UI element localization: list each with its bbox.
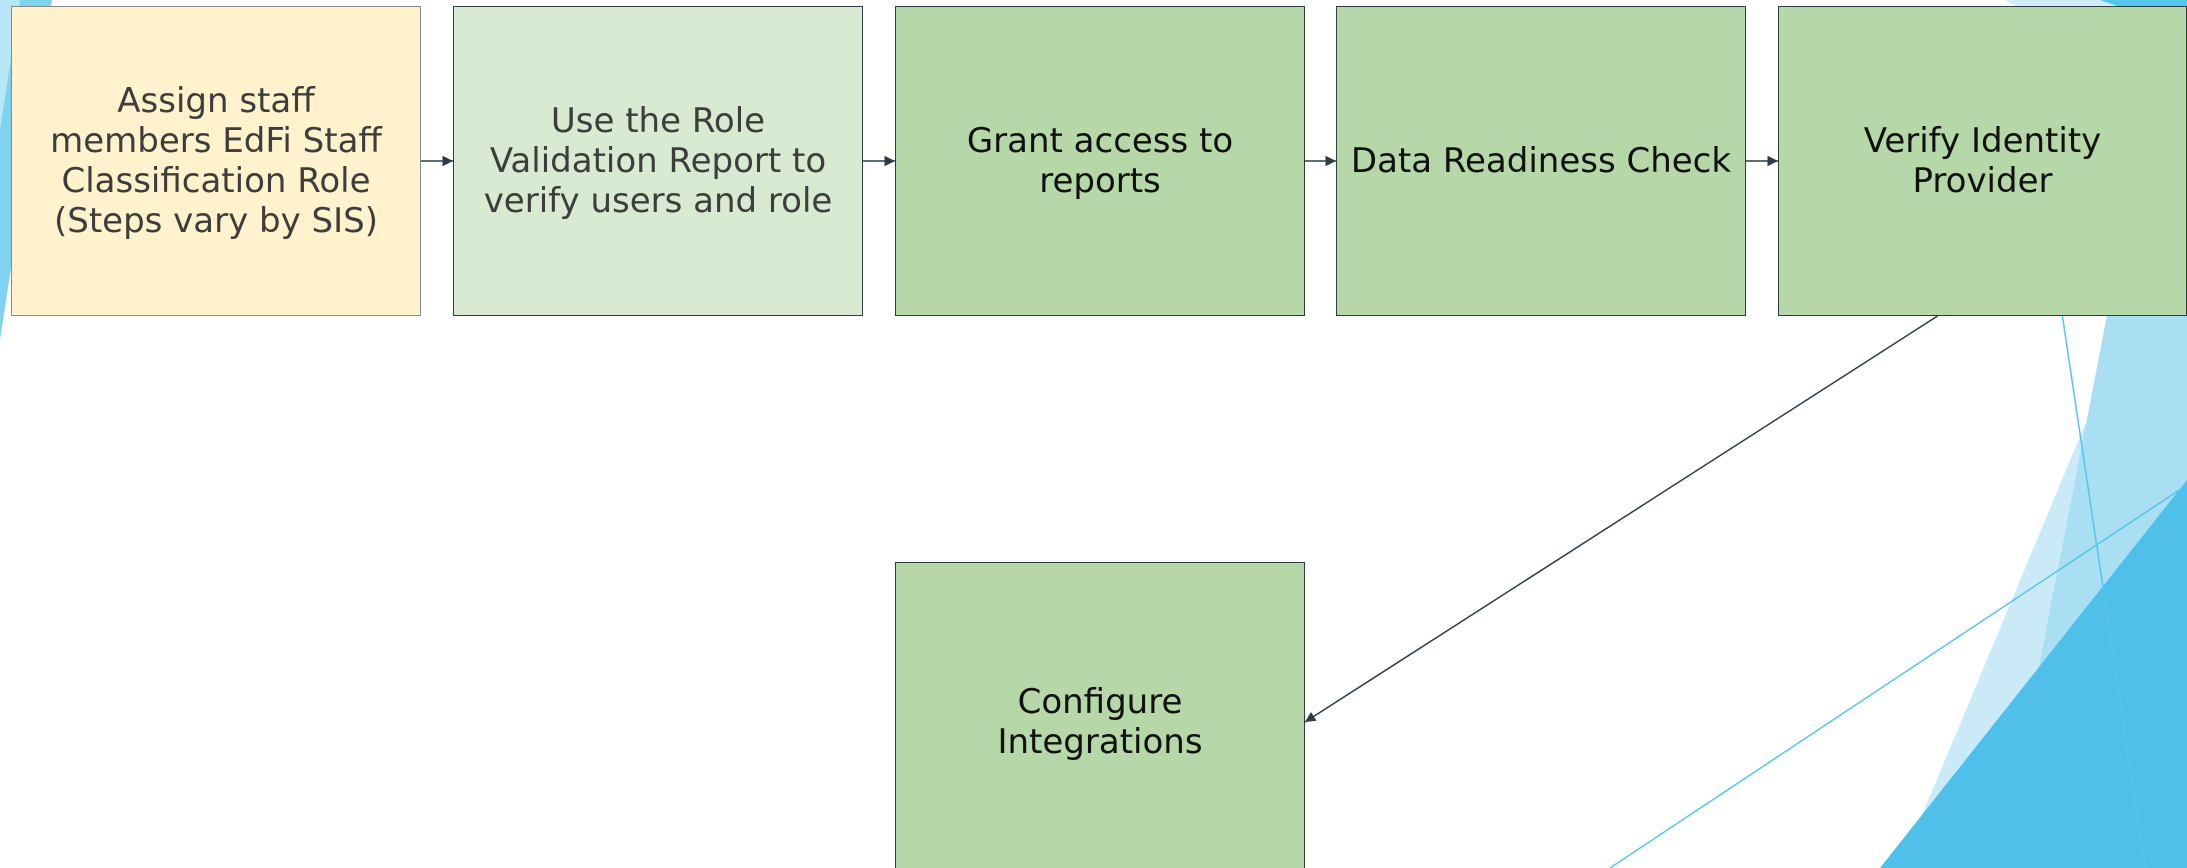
diagonal-accent-line [1609, 484, 2187, 868]
step-data-readiness: Data Readiness Check [1336, 6, 1746, 316]
step-label: Grant access to reports [966, 121, 1234, 201]
step-role-validation-report: Use the Role Validation Report to verify… [453, 6, 863, 316]
step-configure-integrations: Configure Integrations [895, 562, 1305, 868]
step-assign-staff-roles: Assign staff members EdFi Staff Classifi… [11, 6, 421, 316]
step-label: Verify Identity Provider [1863, 121, 2102, 201]
step-grant-access: Grant access to reports [895, 6, 1305, 316]
connector-verify-identity-provider-to-configure-integrations [1304, 315, 1938, 723]
step-label: Assign staff members EdFi Staff Classifi… [50, 81, 382, 241]
step-verify-identity-provider: Verify Identity Provider [1778, 6, 2187, 316]
vertical-accent-line [2059, 299, 2146, 868]
step-label: Configure Integrations [997, 682, 1203, 762]
right-dark-triangle [1880, 480, 2187, 868]
step-label: Data Readiness Check [1350, 141, 1732, 181]
step-label: Use the Role Validation Report to verify… [483, 101, 833, 221]
